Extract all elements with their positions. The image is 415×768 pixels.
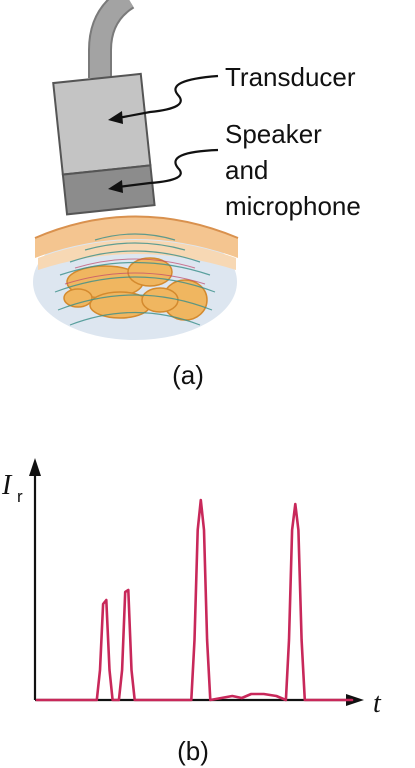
speaker-label: Speaker [225,119,322,149]
fetus [63,257,208,321]
probe-body [52,72,152,176]
and-label: and [225,155,268,185]
ultrasound-illustration: Transducer Speaker and microphone (a) [33,0,361,390]
transducer-label: Transducer [225,62,356,92]
intensity-trace [35,498,354,702]
transducer-probe [52,72,156,216]
y-axis-arrowhead [29,458,41,476]
probe-cable-fill [90,0,134,78]
skin-outline [34,215,239,239]
caption-a: (a) [172,360,204,390]
intensity-plot: I r t (b) [1,458,382,766]
caption-b: (b) [177,736,209,766]
skin-layer [35,216,238,258]
y-axis-label-subscript: r [17,487,23,506]
speaker-pointer [108,148,219,193]
x-axis-label: t [373,688,382,719]
transducer-pointer [108,74,219,124]
x-axis-arrowhead [346,694,364,706]
microphone-label: microphone [225,191,361,221]
y-axis-label: I [1,470,13,501]
tissue-band [38,240,236,270]
y-axis-label-main: I [1,470,13,501]
speaker-microphone-section [61,164,156,216]
sound-waves [54,233,216,326]
echo-waves [64,258,206,285]
